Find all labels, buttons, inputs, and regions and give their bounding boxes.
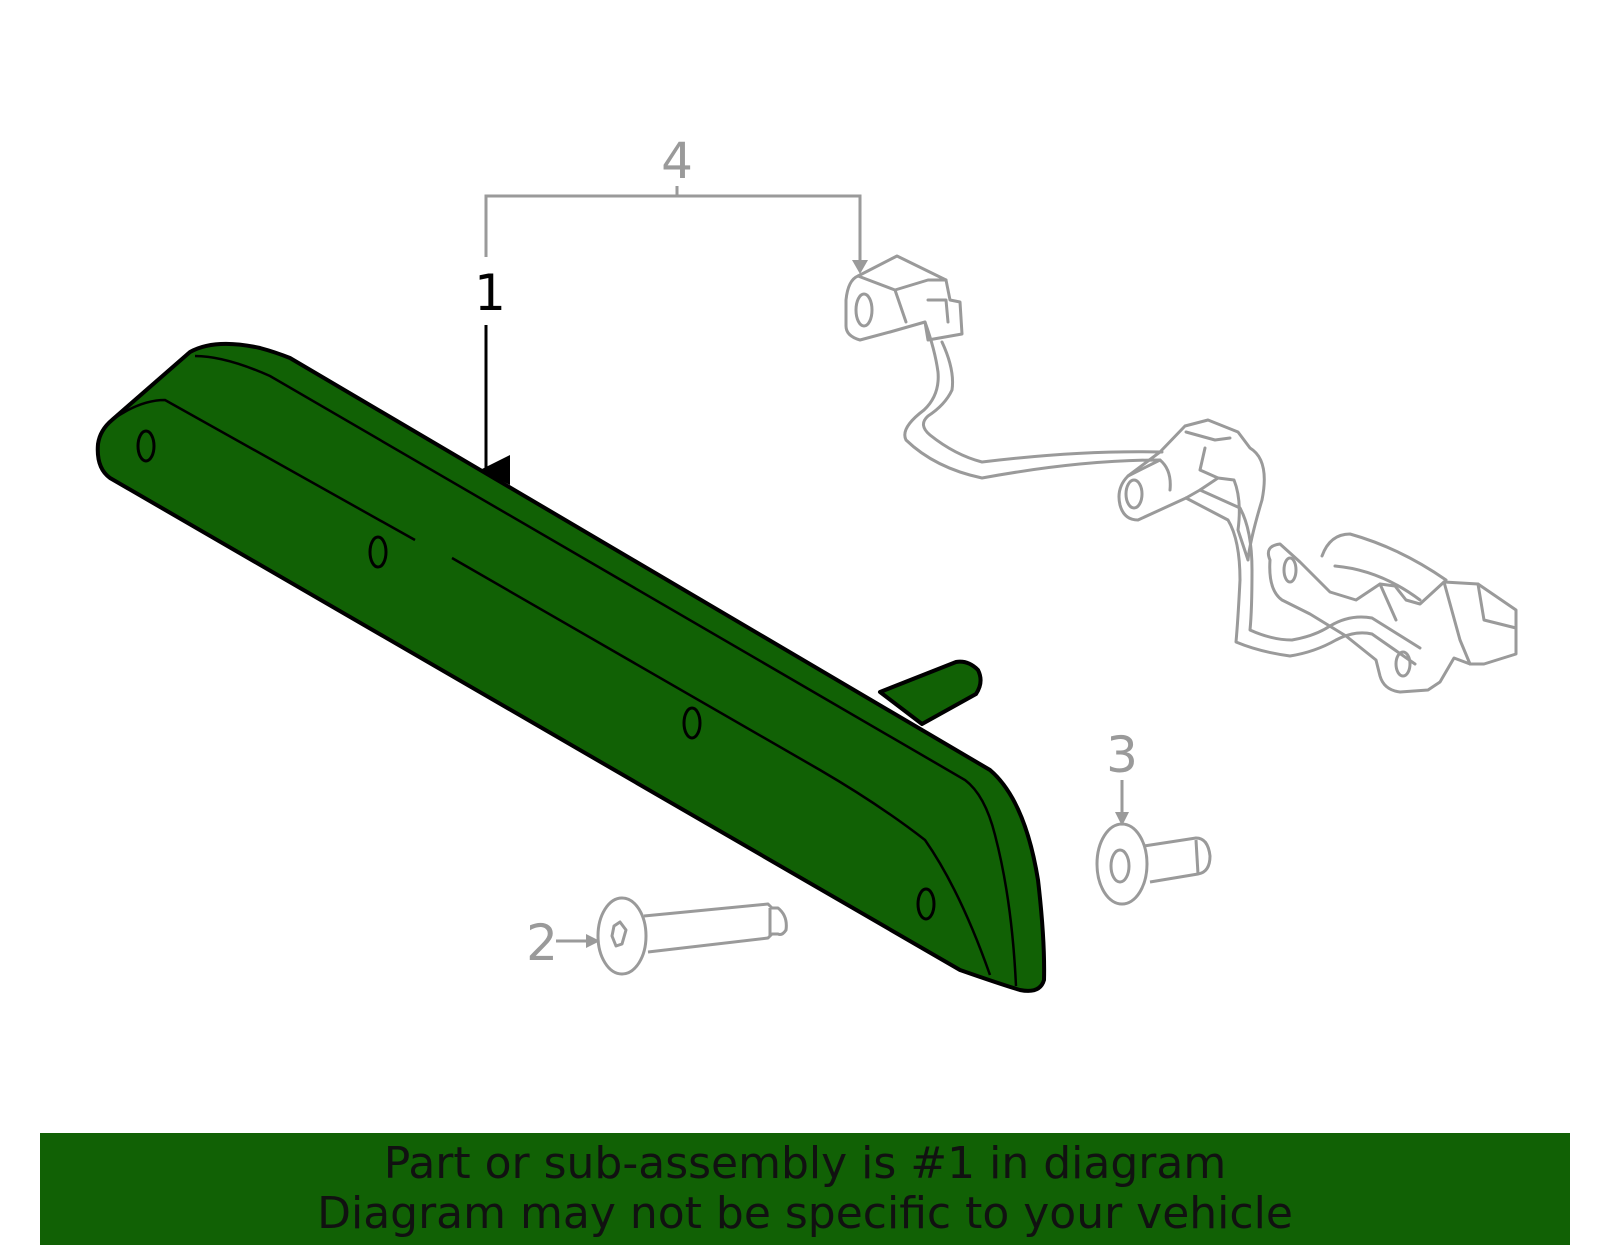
bolt-head-face (1109, 848, 1131, 884)
callout-2-label: 2 (526, 914, 558, 972)
connector-detail (1320, 532, 1518, 666)
lamp-lens-line-right (451, 556, 992, 976)
bolt-shank (1143, 836, 1212, 884)
mounting-hole (368, 535, 388, 569)
mounting-hole (916, 887, 936, 921)
lamp-assembly-part-1[interactable] (95, 341, 1047, 993)
callout-4-label: 4 (661, 132, 693, 190)
harness-connector-bottom (1266, 542, 1518, 694)
mounting-hole (682, 706, 702, 740)
screw-part-2[interactable] (596, 896, 788, 976)
lamp-upper-edge (194, 354, 1018, 987)
info-banner-background (40, 1133, 1570, 1245)
callout-3-label: 3 (1106, 726, 1138, 784)
harness-cable (903, 320, 1162, 480)
mounting-hole (136, 429, 156, 463)
lamp-body (95, 341, 1047, 993)
bolt-shank-step (1194, 839, 1200, 875)
screw-shank (643, 902, 788, 954)
harness-connector-middle (1117, 418, 1266, 562)
harness-cable-inner (1198, 488, 1422, 650)
info-banner: Part or sub-assembly is #1 in diagram Di… (40, 1133, 1570, 1245)
connector-detail (856, 274, 950, 324)
connector-socket (1124, 478, 1144, 510)
banner-line-disclaimer: Diagram may not be specific to your vehi… (317, 1188, 1293, 1239)
mounting-stud (878, 659, 983, 726)
callout-3-arrowhead (1115, 812, 1129, 826)
bolt-part-3[interactable] (1095, 822, 1212, 906)
lamp-lens-line-left (111, 398, 416, 542)
callout-4-bracket (484, 194, 862, 262)
connector-socket (1394, 650, 1412, 678)
banner-line-part-info: Part or sub-assembly is #1 in diagram (383, 1138, 1227, 1189)
connector-socket (854, 292, 874, 328)
connector-socket (1282, 556, 1298, 584)
callout-4-arrowhead (852, 260, 868, 274)
bolt-head (1095, 822, 1149, 906)
callout-1-label: 1 (474, 264, 506, 322)
screw-head (596, 896, 648, 976)
connector-detail (1126, 430, 1232, 492)
screw-hex-socket (610, 920, 628, 948)
harness-cable (1184, 496, 1417, 666)
wiring-harness-part-4[interactable] (844, 254, 1518, 694)
harness-cable-inner (922, 340, 1164, 464)
callout-2-arrowhead (586, 934, 600, 948)
harness-connector-top (844, 254, 964, 342)
